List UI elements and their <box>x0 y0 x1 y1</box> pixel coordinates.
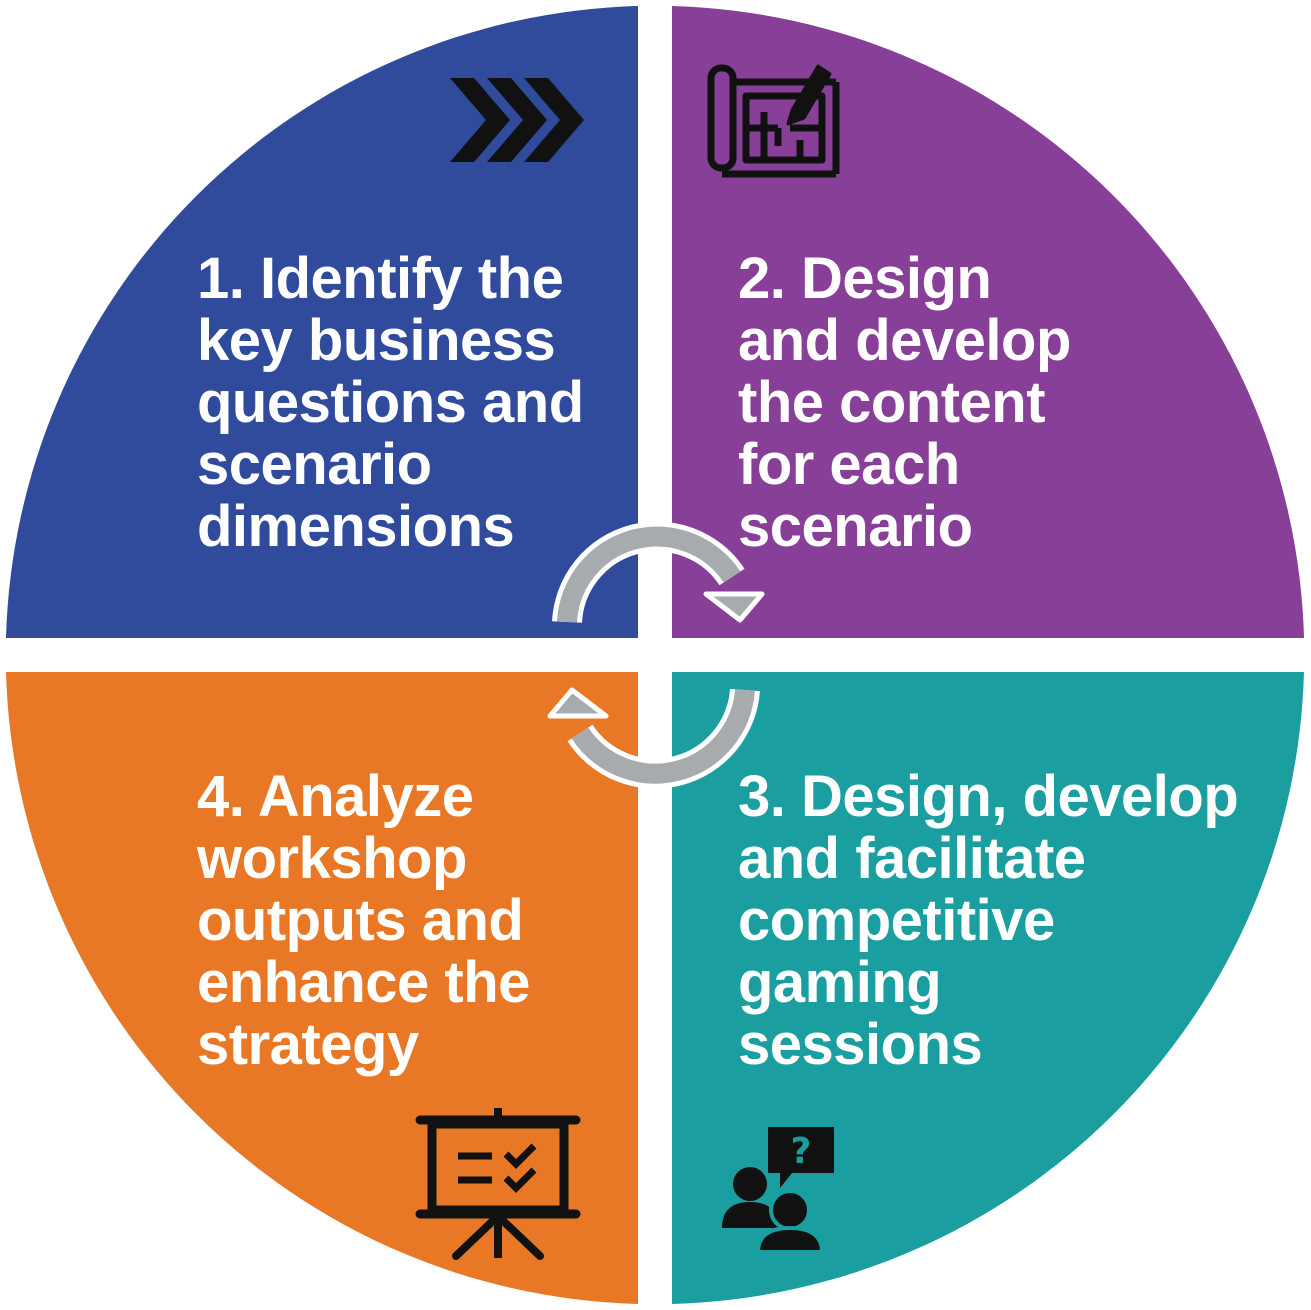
step-2-line-2: and develop <box>738 308 1071 373</box>
cycle-arrow-top <box>552 521 765 624</box>
step-1-label: 1. Identify the key business questions a… <box>197 248 584 558</box>
blueprint-pencil-icon <box>707 64 840 178</box>
step-1-line-1: 1. Identify the <box>197 246 564 311</box>
step-4-line-4: enhance the <box>197 950 530 1015</box>
step-1-line-3: questions and <box>197 370 584 435</box>
step-2-label: 2. Design and develop the content for ea… <box>738 248 1071 558</box>
quadrant-1-identify <box>6 6 638 638</box>
step-1-line-2: key business <box>197 308 556 373</box>
step-2-line-4: for each <box>738 432 960 497</box>
step-3-label: 3. Design, develop and facilitate compet… <box>738 764 1239 1077</box>
step-4-line-5: strategy <box>197 1012 419 1077</box>
triple-chevron-icon <box>450 78 584 162</box>
step-1-line-4: scenario <box>197 432 432 497</box>
step-4-line-3: outputs and <box>197 888 524 953</box>
step-4-label: 4. Analyze workshop outputs and enhance … <box>197 766 530 1076</box>
step-2-line-3: the content <box>738 370 1046 435</box>
step-4-line-1: 4. Analyze <box>197 764 474 829</box>
step-3-line-2: and facilitate <box>738 826 1086 891</box>
step-3-line-4: gaming <box>738 950 942 1015</box>
svg-text:?: ? <box>791 1131 812 1172</box>
quadrant-4-analyze-outputs <box>6 672 638 1304</box>
step-4-line-2: workshop <box>197 826 467 891</box>
quadrant-2-design-content <box>672 6 1304 638</box>
step-2-line-5: scenario <box>738 494 973 559</box>
presentation-board-icon <box>415 1108 581 1260</box>
step-2-line-1: 2. Design <box>738 246 992 311</box>
step-1-line-5: dimensions <box>197 494 515 559</box>
step-3-line-3: competitive <box>738 888 1055 953</box>
step-3-line-1: 3. Design, develop <box>738 764 1239 829</box>
people-question-icon: ? <box>722 1127 834 1254</box>
cycle-arrow-bottom <box>547 687 760 789</box>
step-3-line-5: sessions <box>738 1012 983 1077</box>
